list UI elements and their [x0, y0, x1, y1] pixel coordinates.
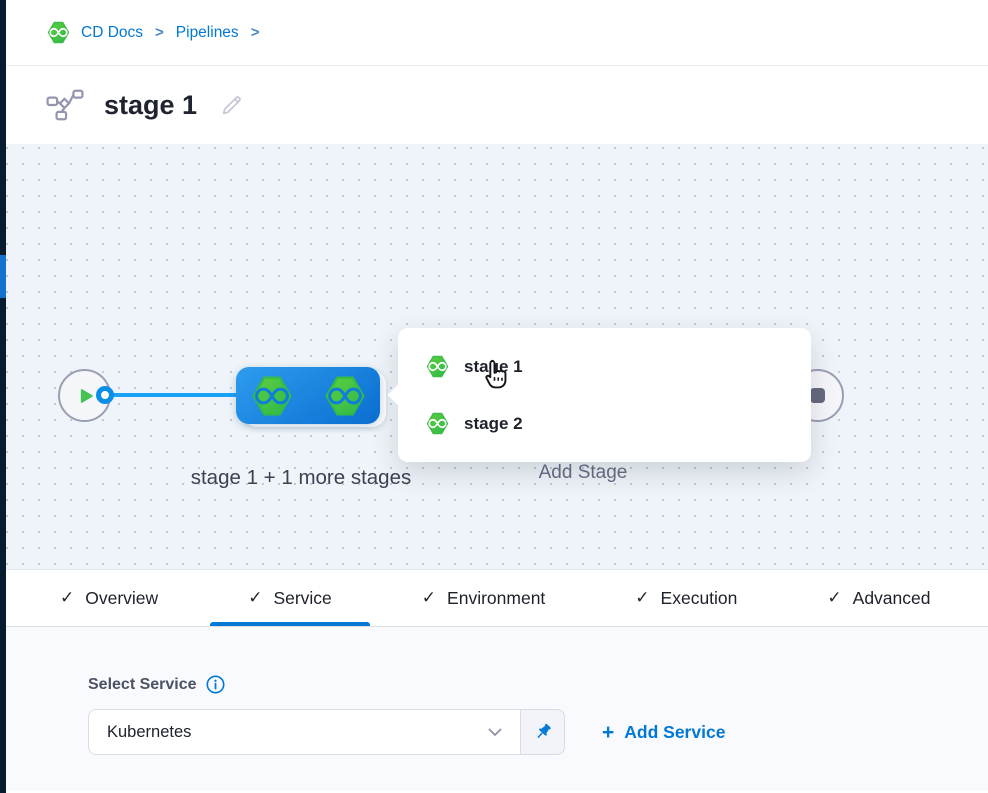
breadcrumb-link-pipelines[interactable]: Pipelines [175, 23, 239, 41]
add-service-label: Add Service [624, 721, 726, 742]
breadcrumb: CD Docs > Pipelines > [6, 0, 988, 66]
service-select[interactable]: Kubernetes [88, 709, 520, 755]
check-icon: ✓ [635, 588, 650, 607]
select-service-label: Select Service [88, 675, 197, 693]
select-service-row: Select Service [88, 675, 988, 694]
tab-label: Overview [85, 587, 159, 608]
main-area: CD Docs > Pipelines > stage 1 [6, 0, 988, 793]
harness-cd-stage-icon [425, 354, 450, 379]
harness-cd-module-icon [46, 20, 71, 45]
popup-item-label: stage 2 [464, 413, 523, 433]
breadcrumb-separator: > [155, 24, 164, 41]
check-icon: ✓ [421, 588, 437, 607]
play-icon [74, 385, 96, 407]
tab-label: Environment [447, 587, 546, 608]
chevron-down-icon [488, 728, 502, 737]
popup-item-stage-2[interactable]: stage 2 [425, 411, 523, 436]
pencil-icon [219, 93, 244, 118]
stage-config-tabs: ✓ Overview ✓ Service ✓ Environment ✓ Exe… [6, 569, 988, 627]
pipeline-icon [46, 89, 84, 121]
service-controls: Kubernetes [88, 709, 988, 755]
stage-list-popup: stage 1 stage 2 [398, 328, 811, 462]
stop-icon [810, 388, 825, 403]
check-icon: ✓ [827, 588, 842, 607]
edge-connector-ring[interactable] [96, 386, 114, 404]
check-icon: ✓ [60, 588, 75, 607]
stage-group-label: stage 1 + 1 more stages [190, 466, 412, 489]
pipeline-title-bar: stage 1 [6, 66, 988, 144]
popup-item-label: stage 1 [464, 356, 523, 376]
tab-label: Advanced [852, 587, 931, 608]
tab-execution[interactable]: ✓ Execution [597, 570, 775, 626]
page-title: stage 1 [104, 89, 198, 120]
plus-icon: + [602, 720, 615, 744]
tab-environment[interactable]: ✓ Environment [384, 570, 584, 626]
edit-title-button[interactable] [219, 93, 244, 118]
pin-service-button[interactable] [520, 709, 565, 755]
left-nav-active-indicator [0, 255, 6, 298]
service-select-value: Kubernetes [107, 722, 192, 741]
harness-cd-stage-icon [322, 373, 368, 419]
pipeline-edge [105, 393, 236, 397]
add-service-button[interactable]: + Add Service [602, 722, 725, 743]
left-nav-edge [0, 0, 6, 793]
info-icon[interactable] [206, 675, 225, 694]
tab-label: Execution [660, 587, 738, 608]
breadcrumb-separator: > [250, 24, 260, 41]
popup-item-stage-1[interactable]: stage 1 [425, 354, 523, 379]
stage-group-node[interactable] [236, 367, 380, 424]
harness-cd-stage-icon [249, 373, 295, 419]
check-icon: ✓ [248, 588, 263, 607]
tab-service[interactable]: ✓ Service [210, 570, 370, 626]
breadcrumb-link-cd-docs[interactable]: CD Docs [81, 23, 144, 41]
pipeline-canvas[interactable]: stage 1 + 1 more stages Add Stage stage … [6, 144, 988, 569]
tab-overview[interactable]: ✓ Overview [22, 570, 196, 626]
add-stage-button[interactable]: Add Stage [538, 462, 628, 483]
service-panel: Select Service Kubernetes [6, 627, 988, 791]
harness-cd-stage-icon [425, 411, 450, 436]
tab-label: Service [273, 587, 332, 608]
pin-icon [532, 721, 554, 743]
tab-advanced[interactable]: ✓ Advanced [789, 570, 968, 626]
